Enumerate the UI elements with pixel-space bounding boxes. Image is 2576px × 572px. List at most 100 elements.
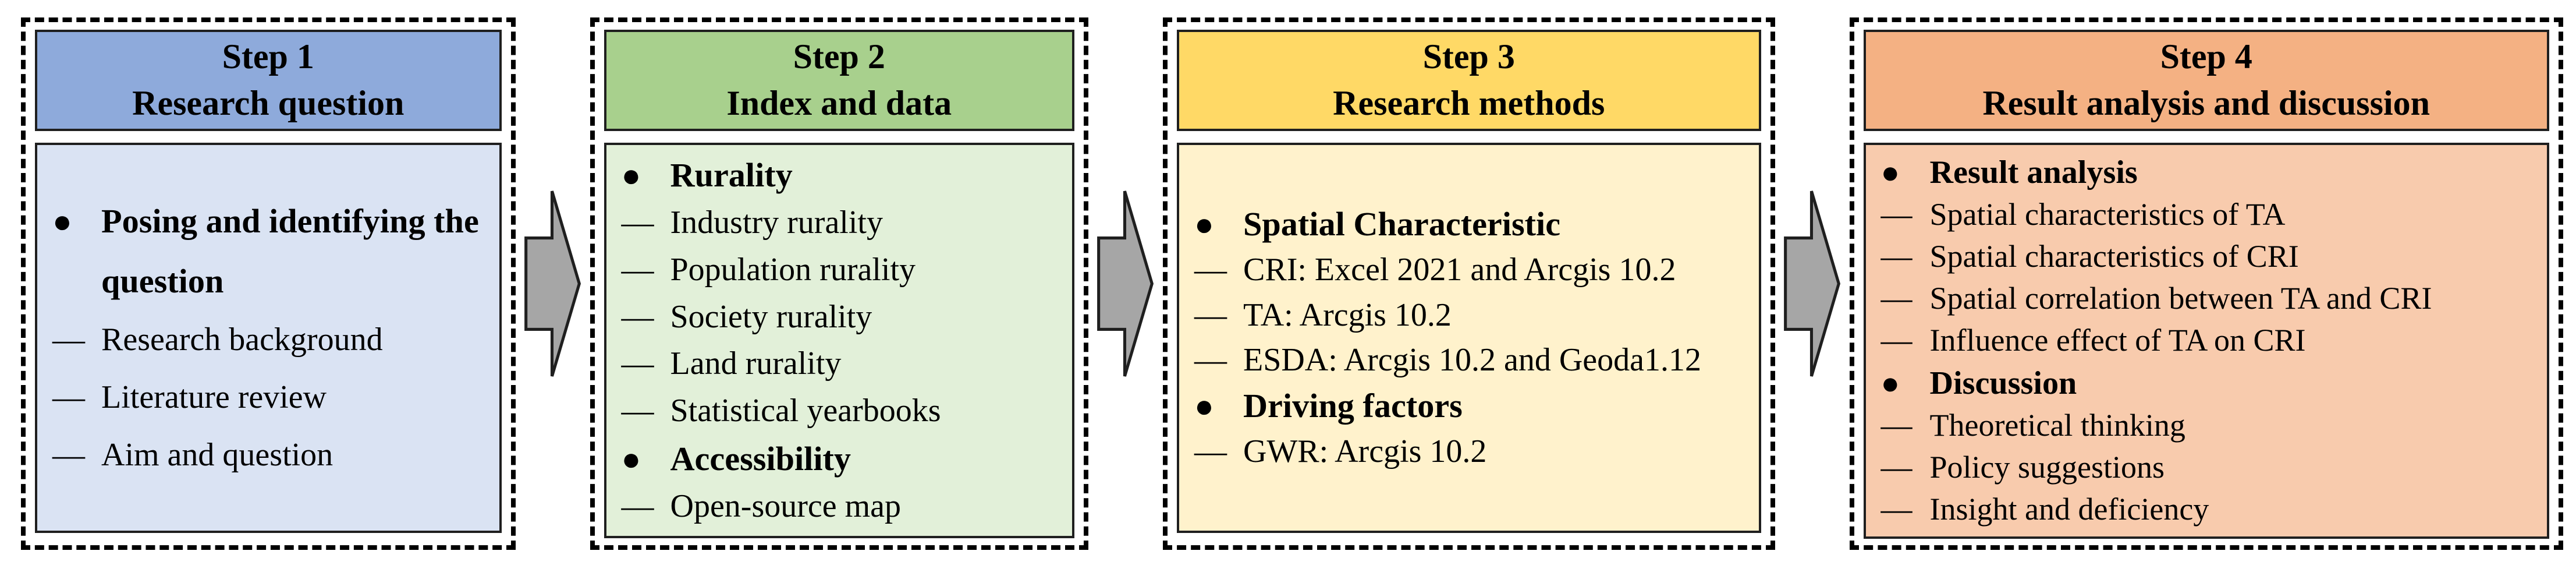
bullet-icon: ● bbox=[1194, 389, 1214, 425]
dash-icon: — bbox=[1194, 433, 1227, 470]
bullet-icon: ● bbox=[621, 157, 641, 194]
list-item: — Spatial characteristics of TA bbox=[1881, 194, 2542, 236]
dash-icon: — bbox=[52, 322, 85, 358]
step-4-header: Step 4 Result analysis and discussion bbox=[1863, 30, 2549, 131]
flow-arrow-icon bbox=[524, 190, 581, 377]
step-3-body: ● Spatial Characteristic — CRI: Excel 20… bbox=[1177, 142, 1761, 533]
dash-icon: — bbox=[52, 379, 85, 415]
dash-icon: — bbox=[1880, 280, 1913, 316]
list-item: — Aim and question bbox=[52, 426, 494, 484]
dash-icon: — bbox=[621, 392, 654, 429]
list-item: — GWR: Arcgis 10.2 bbox=[1194, 429, 1753, 474]
item-text: GWR: Arcgis 10.2 bbox=[1243, 433, 1487, 470]
step-box-1: Step 1 Research question ● Posing and id… bbox=[21, 17, 516, 550]
dash-icon: — bbox=[621, 204, 654, 241]
list-item: ● Accessibility bbox=[622, 435, 1067, 483]
dash-icon: — bbox=[621, 488, 654, 525]
item-text: Discussion bbox=[1929, 365, 2077, 401]
step-1-body: ● Posing and identifying the question — … bbox=[35, 142, 502, 533]
item-text: Spatial Characteristic bbox=[1243, 204, 1561, 243]
list-item: ● Discussion bbox=[1881, 362, 2542, 405]
step-box-4: Step 4 Result analysis and discussion ● … bbox=[1849, 17, 2563, 550]
item-text: Driving factors bbox=[1243, 387, 1463, 425]
step-subtitle: Index and data bbox=[726, 83, 952, 122]
list-item: — Insight and deficiency bbox=[1881, 489, 2542, 531]
list-item: ● Driving factors bbox=[1194, 383, 1753, 429]
item-text: Policy suggestions bbox=[1929, 450, 2165, 485]
dash-icon: — bbox=[1194, 252, 1227, 288]
list-item: — Society rurality bbox=[622, 294, 1067, 341]
item-text: TA: Arcgis 10.2 bbox=[1243, 296, 1452, 333]
item-text: Open-source map bbox=[670, 488, 902, 525]
item-text: Aim and question bbox=[101, 436, 333, 473]
item-text: Literature review bbox=[101, 379, 327, 415]
item-text: CRI: Excel 2021 and Arcgis 10.2 bbox=[1243, 252, 1676, 288]
dash-icon: — bbox=[621, 298, 654, 335]
list-item: ● Spatial Characteristic bbox=[1194, 201, 1753, 248]
step-title: Step 2 bbox=[793, 37, 885, 76]
list-item: — CRI: Excel 2021 and Arcgis 10.2 bbox=[1194, 248, 1753, 292]
item-text: Research background bbox=[101, 322, 383, 358]
item-text: Land rurality bbox=[670, 345, 842, 382]
dash-icon: — bbox=[52, 436, 85, 473]
item-text: Society rurality bbox=[670, 298, 872, 335]
list-item: ● Rurality bbox=[622, 151, 1067, 200]
item-text: Spatial characteristics of TA bbox=[1929, 197, 2286, 232]
list-item: — TA: Arcgis 10.2 bbox=[1194, 293, 1753, 338]
list-item: — Industry rurality bbox=[622, 199, 1067, 246]
step-2-body: ● Rurality — Industry rurality — Populat… bbox=[604, 142, 1074, 539]
step-4-body: ● Result analysis — Spatial characterist… bbox=[1863, 142, 2549, 539]
bullet-icon: ● bbox=[1194, 206, 1214, 243]
item-text: Result analysis bbox=[1929, 154, 2138, 190]
dash-icon: — bbox=[1880, 239, 1913, 274]
list-item: — Research background bbox=[52, 311, 494, 369]
step-subtitle: Result analysis and discussion bbox=[1982, 83, 2430, 122]
step-title: Step 4 bbox=[2160, 37, 2252, 76]
item-text: Statistical yearbooks bbox=[670, 392, 941, 429]
step-subtitle: Research question bbox=[132, 83, 405, 122]
flow-arrow-icon bbox=[1097, 190, 1154, 377]
arrow-slot-1 bbox=[516, 17, 590, 550]
item-text: Rurality bbox=[670, 156, 793, 194]
item-text: Theoretical thinking bbox=[1929, 408, 2185, 443]
arrow-slot-3 bbox=[1775, 17, 1850, 550]
list-item: — Land rurality bbox=[622, 340, 1067, 387]
item-text: Spatial characteristics of CRI bbox=[1929, 239, 2299, 274]
dash-icon: — bbox=[1880, 322, 1913, 358]
item-text: Population rurality bbox=[670, 252, 916, 288]
list-item: — Statistical yearbooks bbox=[622, 387, 1067, 435]
dash-icon: — bbox=[1194, 341, 1227, 378]
list-item: — Spatial correlation between TA and CRI bbox=[1881, 278, 2542, 320]
bullet-icon: ● bbox=[1880, 154, 1900, 190]
list-item: — Influence effect of TA on CRI bbox=[1881, 320, 2542, 362]
step-2-header: Step 2 Index and data bbox=[604, 30, 1074, 131]
bullet-icon: ● bbox=[1880, 365, 1900, 401]
list-item: — Theoretical thinking bbox=[1881, 405, 2542, 447]
list-item: ● Posing and identifying the question bbox=[52, 192, 494, 311]
step-3-header: Step 3 Research methods bbox=[1177, 30, 1761, 131]
list-item: — Population rurality bbox=[622, 246, 1067, 294]
step-1-header: Step 1 Research question bbox=[35, 30, 502, 131]
list-item: — Literature review bbox=[52, 369, 494, 426]
step-title: Step 3 bbox=[1422, 37, 1515, 76]
bullet-icon: ● bbox=[621, 441, 641, 478]
item-text: Insight and deficiency bbox=[1929, 491, 2209, 527]
item-text: Industry rurality bbox=[670, 204, 883, 241]
item-text: ESDA: Arcgis 10.2 and Geoda1.12 bbox=[1243, 341, 1702, 378]
dash-icon: — bbox=[1880, 197, 1913, 232]
arrow-slot-2 bbox=[1088, 17, 1163, 550]
list-item: — Policy suggestions bbox=[1881, 447, 2542, 489]
dash-icon: — bbox=[1880, 491, 1913, 527]
item-text: Spatial correlation between TA and CRI bbox=[1929, 280, 2432, 316]
list-item: — ESDA: Arcgis 10.2 and Geoda1.12 bbox=[1194, 338, 1753, 383]
dash-icon: — bbox=[1880, 450, 1913, 485]
step-subtitle: Research methods bbox=[1333, 83, 1605, 122]
list-item: — Spatial characteristics of CRI bbox=[1881, 236, 2542, 278]
bullet-icon: ● bbox=[52, 204, 72, 241]
dash-icon: — bbox=[621, 252, 654, 288]
item-text: Accessibility bbox=[670, 439, 851, 478]
item-text: Posing and identifying the question bbox=[101, 202, 479, 300]
dash-icon: — bbox=[621, 345, 654, 382]
step-box-3: Step 3 Research methods ● Spatial Charac… bbox=[1163, 17, 1775, 550]
